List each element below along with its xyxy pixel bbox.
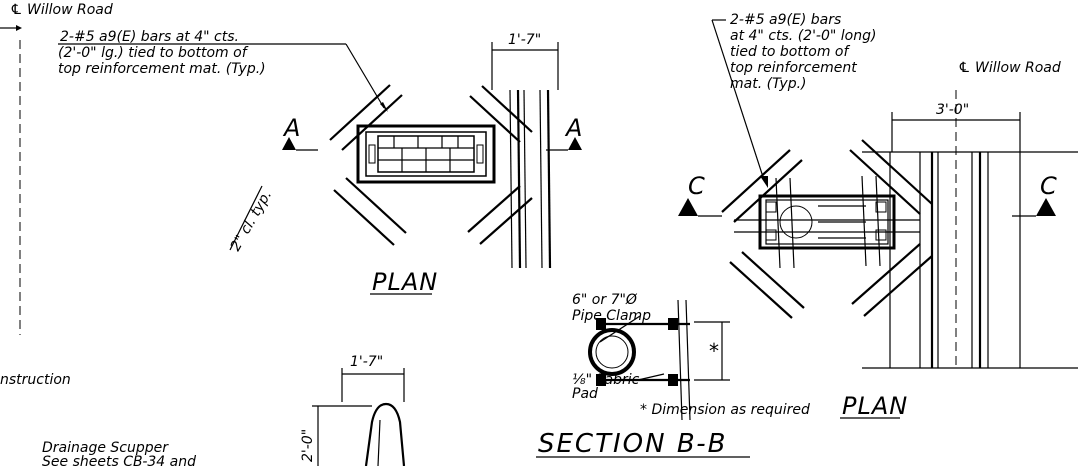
girder-line: [523, 89, 527, 269]
plan-title-right: PLAN: [842, 392, 908, 420]
plan-title-left: PLAN: [372, 268, 438, 296]
pipe-clamp-label-2: Pipe Clamp: [572, 308, 651, 324]
skew-bar: [329, 84, 391, 141]
bolt: [765, 201, 777, 213]
clearance-leader: [229, 185, 263, 251]
girder-line: [539, 89, 543, 269]
scupper-text-1: Drainage Scupper: [42, 440, 169, 456]
bolt: [875, 229, 887, 241]
section-arrow-icon: [1036, 198, 1056, 216]
section-arrow-icon: [678, 198, 698, 216]
skew-bar: [341, 94, 403, 151]
skew-bar: [479, 197, 533, 245]
bars-note-line-3: top reinforcement mat. (Typ.): [58, 61, 266, 77]
skew-bar: [741, 251, 805, 309]
section-mark-c-left: C: [688, 172, 706, 200]
section-arrow-icon: [282, 137, 296, 150]
bracket-plate: [685, 299, 691, 421]
skew-bar: [849, 149, 921, 215]
skew-bar: [851, 243, 921, 305]
arrowhead-icon: [760, 176, 768, 188]
nut: [596, 318, 606, 330]
girder-line: [546, 89, 552, 269]
skew-bar: [345, 177, 407, 234]
clamp-leader: [599, 315, 641, 343]
centerline-label-left: ℄ Willow Road: [10, 2, 113, 18]
girder-line: [516, 89, 522, 269]
girder-line: [509, 89, 513, 269]
scupper-inner-frame: [365, 131, 487, 177]
bracket-plate: [677, 299, 683, 421]
plan-a-detail: ℄ Willow Road 2-#5 a9(E) bars at 4" cts.…: [0, 2, 583, 335]
scupper-outer-frame: [758, 194, 896, 250]
longitudinal-bar: [875, 175, 881, 267]
section-bb-detail: 6" or 7"Ø Pipe Clamp * ⅛" Fabric Pad * D…: [536, 292, 810, 459]
skew-bar: [863, 255, 933, 317]
bolt-slot: [368, 144, 376, 164]
lower-left-detail: nstruction Drainage Scupper See sheets C…: [0, 354, 406, 466]
longitudinal-bar: [861, 175, 867, 267]
pad-leader: [637, 373, 665, 381]
bolt-slot: [476, 144, 484, 164]
skew-bar: [729, 261, 793, 319]
bars-leader: [711, 19, 765, 181]
bars-note-line-5: mat. (Typ.): [730, 76, 807, 92]
bars-leader: [345, 43, 385, 109]
bars-note-line-1: 2-#5 a9(E) bars at 4" cts.: [60, 29, 239, 45]
skew-bar: [467, 185, 521, 233]
skew-bar: [481, 85, 533, 133]
section-bb-title: SECTION B-B: [538, 429, 727, 459]
skew-bar: [861, 139, 933, 205]
parapet-inner-line: [377, 419, 381, 466]
bolt: [875, 201, 887, 213]
nut: [596, 374, 606, 386]
nut: [668, 318, 678, 330]
dimension-symbol: *: [709, 339, 719, 363]
bars-note-line-3: tied to bottom of: [730, 44, 850, 60]
nut: [668, 374, 678, 386]
centerline-label-right: ℄ Willow Road: [958, 60, 1061, 76]
drain-outlet: [779, 205, 813, 239]
bars-note-line-2: (2'-0" lg.) tied to bottom of: [58, 45, 249, 61]
pipe: [588, 328, 636, 376]
scupper-inner-frame: [765, 199, 889, 245]
construction-text: nstruction: [0, 372, 71, 388]
section-arrow-icon: [568, 137, 582, 150]
pipe-inner: [595, 335, 629, 369]
bars-note-line-1: 2-#5 a9(E) bars: [730, 12, 841, 28]
longitudinal-bar: [789, 177, 795, 269]
plan-c-detail: 2-#5 a9(E) bars at 4" cts. (2'-0" long) …: [678, 12, 1078, 420]
bars-note-line-2: at 4" cts. (2'-0" long): [730, 28, 876, 44]
clearance-note: 2" cl. typ.: [228, 188, 276, 254]
section-mark-c-right: C: [1040, 172, 1058, 200]
pipe-clamp-label-1: 6" or 7"Ø: [572, 292, 638, 308]
skew-bar: [469, 95, 521, 143]
longitudinal-bar: [775, 177, 781, 269]
skew-bar: [733, 159, 803, 223]
dim-width-lower: 1'-7": [350, 354, 383, 370]
dim-height-lower: 2'-0": [300, 429, 316, 462]
skew-bar: [721, 149, 791, 213]
bars-note-line-4: top reinforcement: [730, 60, 857, 76]
parapet-profile: [364, 402, 406, 466]
scupper-outer-frame: [356, 124, 496, 184]
skew-bar: [333, 189, 395, 246]
dim-width-c: 3'-0": [936, 102, 969, 118]
dim-width-a: 1'-7": [508, 32, 541, 48]
fabric-pad-label-1: ⅛" Fabric: [572, 372, 640, 388]
scupper-text-2: See sheets CB-34 and: [42, 454, 196, 466]
dimension-note: * Dimension as required: [640, 402, 810, 418]
section-mark-a-right: A: [564, 114, 583, 142]
bolt: [765, 229, 777, 241]
fabric-pad-label-2: Pad: [572, 386, 598, 402]
section-mark-a-left: A: [282, 114, 301, 142]
arrowhead-icon: [16, 25, 22, 31]
